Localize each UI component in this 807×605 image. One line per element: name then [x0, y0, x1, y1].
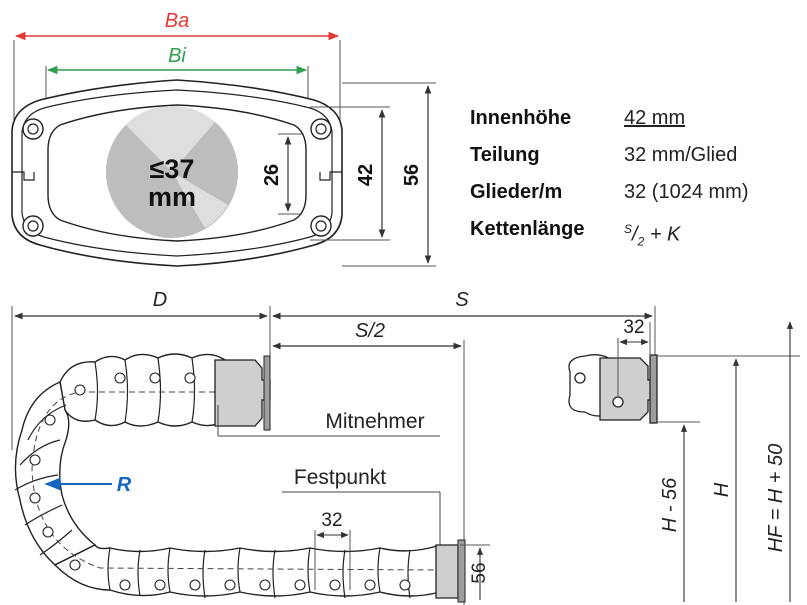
mitnehmer-label: Mitnehmer — [325, 410, 424, 433]
screw-icon — [22, 215, 44, 237]
moving-end-detail — [568, 354, 658, 424]
pitch-label-top: 32 — [623, 317, 644, 338]
side-view: D S S/2 — [11, 289, 800, 605]
spec-row-glieder: Glieder/m 32 (1024 mm) — [470, 174, 800, 211]
screw-icon — [310, 215, 332, 237]
spec-value: 42 mm — [624, 107, 686, 129]
s-label: S — [455, 289, 469, 311]
spec-label: Glieder/m — [470, 181, 563, 203]
spec-label: Innenhöhe — [470, 107, 572, 129]
chain-len-2: 2 — [637, 234, 645, 249]
hf-label: HF = H + 50 — [765, 444, 787, 553]
dim-26-label: 26 — [261, 164, 283, 186]
festpunkt-label: Festpunkt — [294, 466, 386, 489]
mitnehmer-bracket — [214, 355, 271, 431]
spec-row-teilung: Teilung 32 mm/Glied — [470, 137, 800, 174]
chain-len-rest: + K — [644, 223, 681, 246]
ba-label: Ba — [165, 10, 189, 32]
spec-row-innenhoehe: Innenhöhe 42 mm — [470, 100, 800, 137]
festpunkt-bracket — [435, 539, 466, 603]
disk-diameter-unit: mm — [148, 182, 196, 212]
spec-value: S/2 + K — [624, 222, 681, 249]
screw-icon — [310, 118, 332, 140]
pitch-label-bottom: 32 — [321, 510, 342, 531]
top-view: Ba Bi ≤ — [11, 10, 436, 267]
bi-label: Bi — [168, 45, 186, 67]
chain-len-s: S — [624, 222, 633, 236]
spec-table: Innenhöhe 42 mm Teilung 32 mm/Glied Glie… — [470, 100, 800, 249]
spec-value: 32 (1024 mm) — [624, 181, 749, 203]
spec-label: Kettenlänge — [470, 218, 585, 240]
screw-icon — [22, 118, 44, 140]
d-label: D — [153, 289, 167, 311]
h-minus-label: H - 56 — [659, 477, 681, 532]
dim-56-label: 56 — [401, 164, 423, 186]
h-label: H — [711, 482, 733, 497]
dim-56-side-label: 56 — [469, 562, 490, 583]
spec-row-kettenlaenge: Kettenlänge S/2 + K — [470, 211, 800, 249]
r-label: R — [117, 474, 132, 496]
s-half-label: S/2 — [355, 320, 385, 342]
spec-label: Teilung — [470, 144, 540, 166]
disk-diameter-label: ≤37 — [150, 154, 195, 184]
spec-value: 32 mm/Glied — [624, 144, 738, 166]
dim-42-label: 42 — [355, 164, 377, 186]
